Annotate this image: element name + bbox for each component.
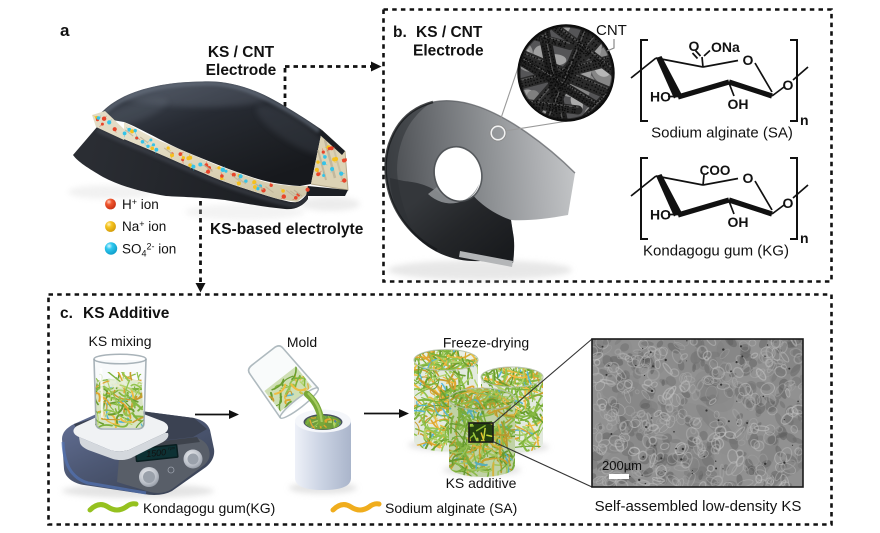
- svg-text:n: n: [800, 230, 809, 246]
- svg-text:O: O: [783, 77, 794, 93]
- svg-text:Electrode: Electrode: [413, 43, 484, 60]
- svg-text:KS / CNT: KS / CNT: [416, 24, 483, 41]
- svg-text:ONa: ONa: [711, 39, 740, 55]
- svg-text:Mold: Mold: [287, 334, 317, 350]
- svg-text:Kondagogu gum (KG): Kondagogu gum (KG): [643, 243, 789, 260]
- svg-text:Kondagogu gum(KG): Kondagogu gum(KG): [143, 500, 275, 516]
- svg-text:COO: COO: [700, 163, 731, 178]
- svg-text:SO42- ion: SO42- ion: [122, 242, 176, 259]
- svg-text:OH: OH: [728, 96, 749, 112]
- svg-text:c.: c.: [60, 305, 73, 322]
- svg-text:KS additive: KS additive: [446, 475, 517, 491]
- svg-text:H+ ion: H+ ion: [122, 197, 159, 212]
- svg-text:Na+ ion: Na+ ion: [122, 219, 166, 234]
- svg-text:KS mixing: KS mixing: [88, 333, 151, 349]
- svg-text:Sodium alginate (SA): Sodium alginate (SA): [651, 125, 793, 142]
- svg-text:HO: HO: [650, 207, 671, 223]
- svg-text:O: O: [689, 38, 700, 54]
- svg-text:200µm: 200µm: [602, 458, 642, 473]
- svg-text:Freeze-drying: Freeze-drying: [443, 335, 529, 351]
- svg-text:b.: b.: [393, 24, 407, 41]
- svg-text:Sodium alginate (SA): Sodium alginate (SA): [385, 500, 517, 516]
- svg-text:rpm: rpm: [168, 445, 176, 451]
- svg-text:O: O: [743, 170, 754, 186]
- svg-text:n: n: [800, 112, 809, 128]
- svg-text:CNT: CNT: [596, 22, 627, 39]
- svg-text:O: O: [743, 52, 754, 68]
- svg-text:O: O: [783, 195, 794, 211]
- svg-text:KS-based electrolyte: KS-based electrolyte: [210, 221, 364, 238]
- svg-text:a: a: [60, 21, 70, 40]
- svg-text:HO: HO: [650, 89, 671, 105]
- svg-text:1500: 1500: [146, 447, 167, 459]
- svg-text:KS Additive: KS Additive: [83, 305, 170, 322]
- svg-text:OH: OH: [728, 214, 749, 230]
- svg-text:Electrode: Electrode: [206, 62, 277, 79]
- svg-text:Self-assembled low-density KS: Self-assembled low-density KS: [595, 498, 802, 515]
- svg-text:KS / CNT: KS / CNT: [208, 44, 275, 61]
